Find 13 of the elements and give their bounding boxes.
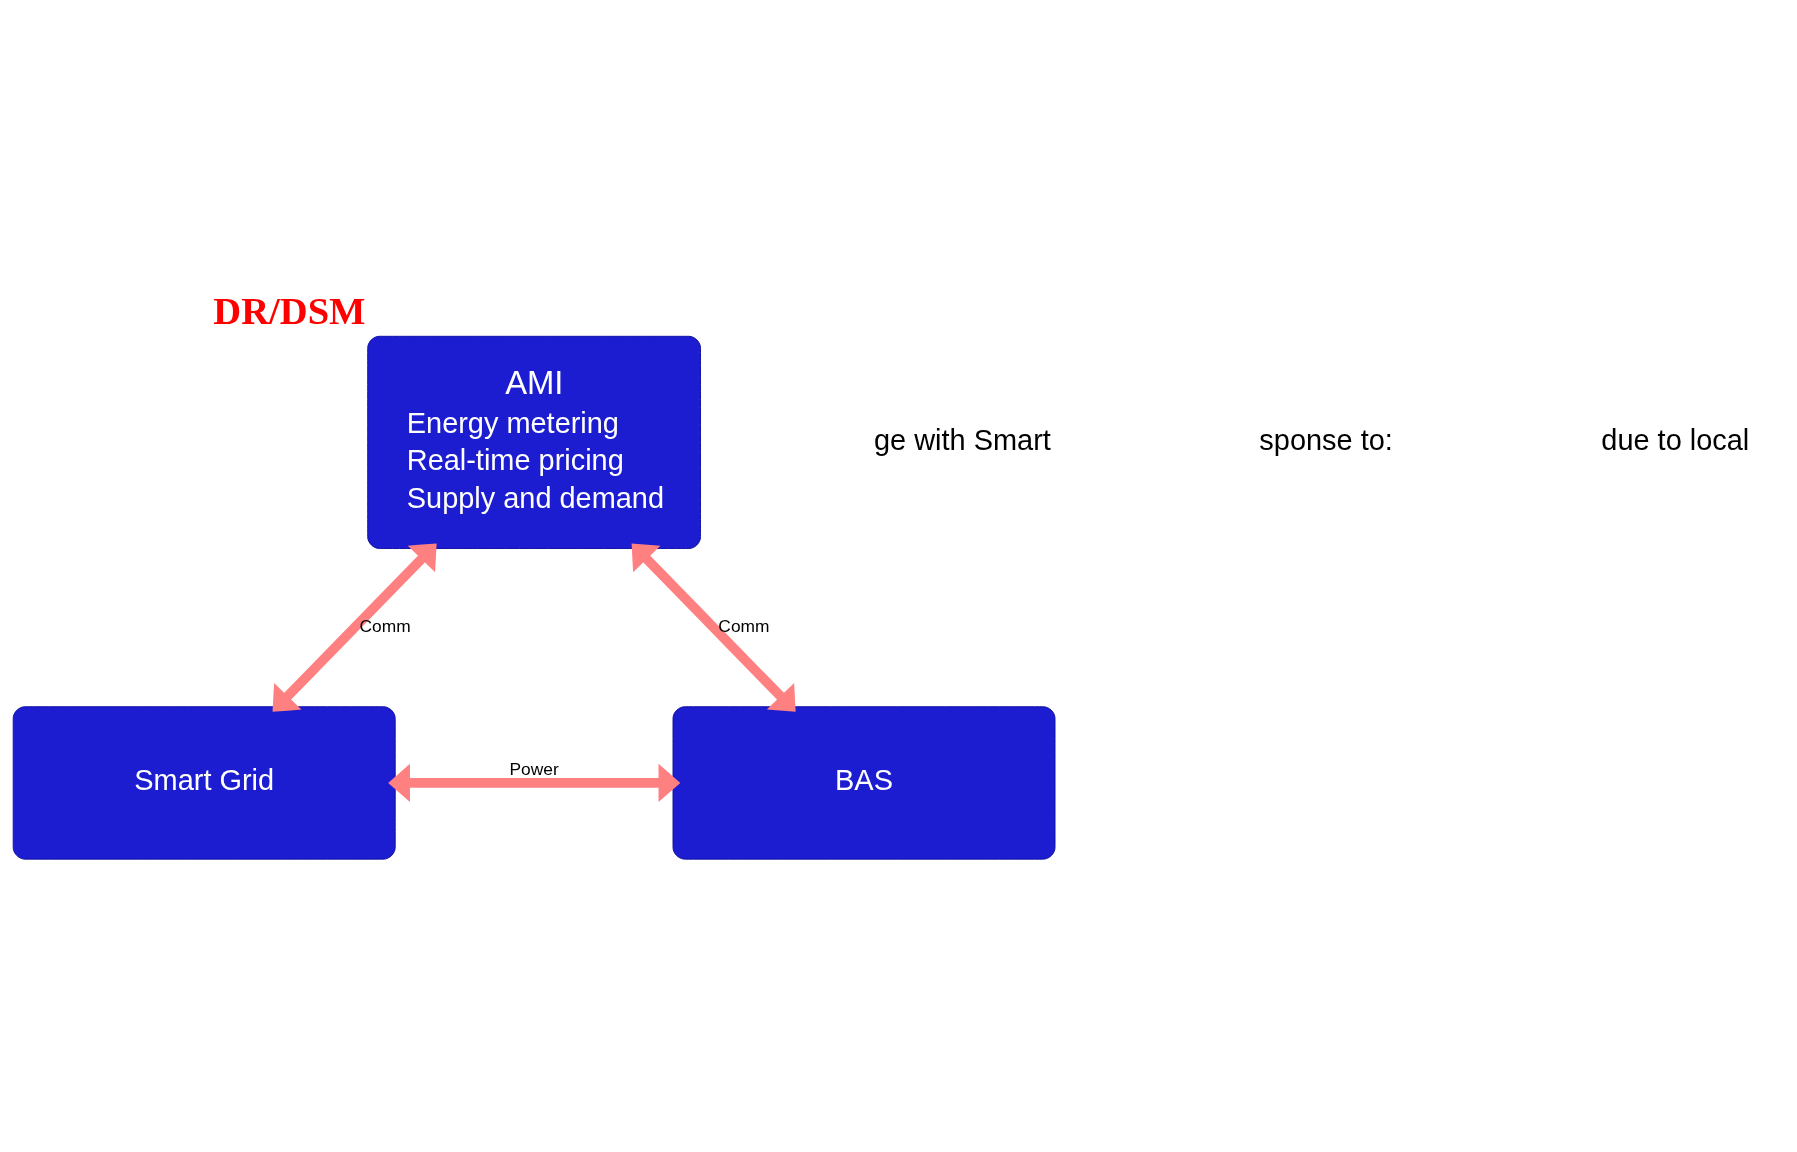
arrow (631, 542, 796, 712)
label: sponse to: (1259, 423, 1393, 456)
node-label: DR/DSM (213, 289, 366, 332)
node-box: AMI Energy metering Real-time pricing Supply and demand (367, 335, 701, 549)
edge-label: Comm (718, 615, 770, 636)
label: due to local (1601, 423, 1750, 456)
edge-label: Comm (359, 615, 411, 636)
node-box: BAS (672, 705, 1056, 860)
arrow (388, 763, 681, 802)
arrow (272, 542, 437, 712)
node-box: Smart Grid (12, 705, 396, 860)
edge-label: Power (509, 758, 559, 779)
label: ge with Smart (874, 423, 1051, 456)
